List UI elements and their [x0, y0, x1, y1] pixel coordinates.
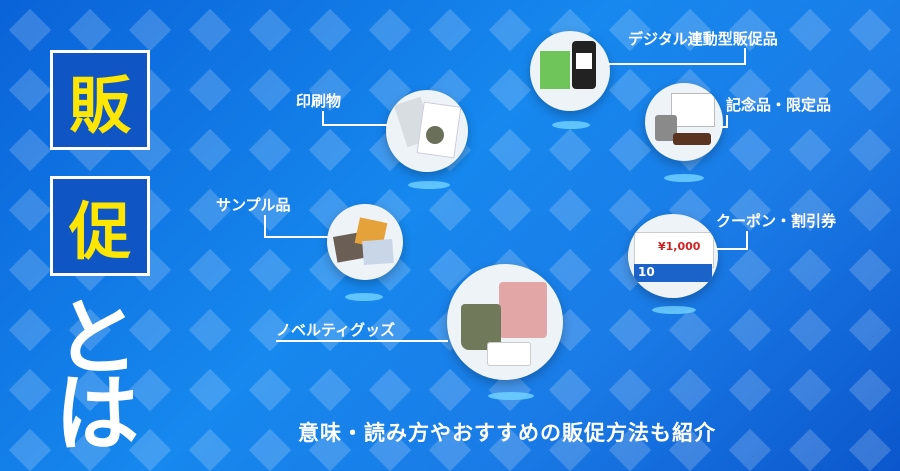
- connector-coupon-h: [716, 248, 748, 250]
- sample-image: [327, 204, 403, 280]
- coupon-percent: 10: [638, 265, 655, 279]
- connector-commemorative-v: [726, 115, 728, 127]
- label-commemorative: 記念品・限定品: [726, 96, 832, 114]
- connector-printed: [322, 111, 324, 125]
- title-char-han: 販: [50, 50, 150, 150]
- connector-printed-h: [322, 124, 388, 126]
- label-digital: デジタル連動型販促品: [628, 30, 778, 48]
- title-char-to: と: [54, 289, 139, 387]
- sample-shadow: [345, 293, 383, 301]
- title-char-ha: は: [54, 365, 139, 463]
- printed-shadow: [408, 181, 450, 189]
- label-novelty: ノベルティグッズ: [276, 321, 396, 339]
- label-sample: サンプル品: [216, 196, 291, 214]
- connector-novelty: [276, 340, 448, 342]
- label-coupon: クーポン・割引券: [716, 212, 837, 230]
- subtitle: 意味・読み方やおすすめの販促方法も紹介: [298, 421, 716, 445]
- connector-digital-v: [744, 48, 746, 64]
- coupon-image: ¥1,000 10: [628, 214, 718, 298]
- connector-coupon-v: [746, 231, 748, 249]
- title-char-soku: 促: [50, 176, 150, 276]
- novelty-goods-image: [447, 264, 563, 380]
- label-printed: 印刷物: [296, 92, 342, 110]
- connector-sample-h: [264, 236, 328, 238]
- connector-digital-h: [608, 63, 746, 65]
- digital-shadow: [552, 121, 590, 129]
- novelty-shadow: [488, 392, 534, 400]
- digital-promo-image: [530, 31, 610, 111]
- connector-commemorative-h: [720, 126, 728, 128]
- commemorative-image: [645, 83, 723, 161]
- printed-matter-image: [386, 90, 468, 172]
- connector-sample: [264, 215, 266, 237]
- commemorative-shadow: [664, 174, 704, 182]
- coupon-shadow: [652, 306, 696, 314]
- coupon-price: ¥1,000: [658, 240, 701, 253]
